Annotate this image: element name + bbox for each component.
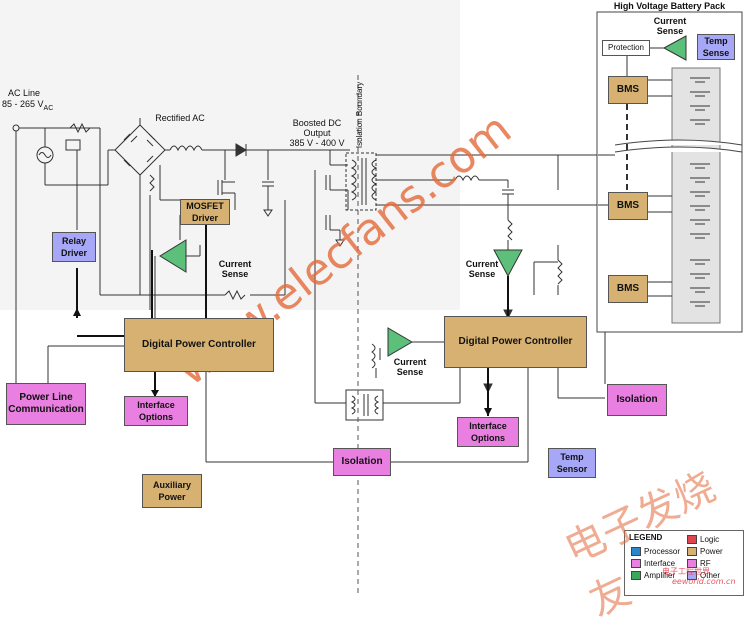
legend-label: RF	[700, 559, 711, 568]
power-line-communication-block: Power Line Communication	[6, 383, 86, 425]
relay-driver-block: Relay Driver	[52, 232, 96, 262]
legend-swatch	[631, 547, 641, 556]
legend-item: Power	[687, 547, 723, 556]
right-current-sense-label: Current Sense	[465, 259, 499, 279]
legend-label: Amplifier	[644, 571, 676, 580]
temp-sense-block: Temp Sense	[697, 34, 735, 60]
boosted-dc-label: Boosted DC Output 385 V - 400 V	[289, 118, 345, 148]
input-circuit	[12, 118, 606, 463]
pack-current-amp	[662, 35, 687, 61]
isolation-boundary-label: Isolation Boundary	[355, 81, 364, 149]
break-mark	[614, 139, 743, 153]
ac-line-label: AC Line	[8, 88, 41, 98]
legend-item: Other	[687, 571, 720, 580]
interface-options-left-block: Interface Options	[124, 396, 188, 426]
isolation-right-block: Isolation	[607, 384, 667, 416]
legend-label: Other	[700, 571, 721, 580]
bms-block-1: BMS	[608, 76, 648, 104]
legend-label: Logic	[700, 535, 720, 544]
ac-subscript: AC	[43, 104, 54, 112]
legend-swatch	[687, 547, 697, 556]
legend-item: Logic	[687, 535, 719, 544]
bms-block-2: BMS	[608, 192, 648, 220]
legend-label: Power	[700, 547, 723, 556]
legend-item: Processor	[631, 547, 680, 556]
ac-range-label: 85 - 265 VAC	[2, 99, 53, 114]
legend-label: Interface	[644, 559, 676, 568]
watermark-site: eeworld.com.cn	[672, 577, 736, 586]
legend-swatch	[631, 571, 641, 580]
legend-swatch	[687, 535, 697, 544]
digital-power-controller-right: Digital Power Controller	[444, 316, 587, 368]
legend-item: Amplifier	[631, 571, 675, 580]
bms-links	[598, 47, 672, 297]
arrow-down-icon	[151, 390, 159, 397]
auxiliary-power-block: Auxiliary Power	[142, 474, 202, 508]
mosfet-driver-block: MOSFET Driver	[180, 199, 230, 225]
isolation-bottom-block: Isolation	[333, 448, 391, 476]
ac-range-value: 85 - 265 V	[2, 99, 44, 109]
battery-cells	[690, 77, 710, 307]
protection-block: Protection	[602, 40, 650, 56]
legend-item: RF	[687, 559, 711, 568]
legend-item: Interface	[631, 559, 675, 568]
pack-current-sense-label: Current Sense	[653, 16, 687, 36]
digital-power-controller-left: Digital Power Controller	[124, 318, 274, 372]
legend-label: Processor	[644, 547, 681, 556]
mid-current-sense-label: Current Sense	[393, 357, 427, 377]
rectified-ac-label: Rectified AC	[155, 113, 205, 123]
watermark-cn-sub: 电子工程世界	[662, 567, 710, 576]
bms-block-3: BMS	[608, 275, 648, 303]
arrow-up-icon	[73, 308, 81, 316]
legend-swatch	[631, 559, 641, 568]
pack-title: High Voltage Battery Pack	[613, 1, 726, 11]
legend-title: LEGEND	[629, 533, 663, 542]
temp-sensor-block: Temp Sensor	[548, 448, 596, 478]
interface-options-right-block: Interface Options	[457, 417, 519, 447]
legend-swatch	[687, 559, 697, 568]
mid-current-amp	[387, 327, 413, 357]
legend-swatch	[687, 571, 697, 580]
left-current-sense-label: Current Sense	[218, 259, 252, 279]
arrow-down-icon	[484, 408, 492, 416]
